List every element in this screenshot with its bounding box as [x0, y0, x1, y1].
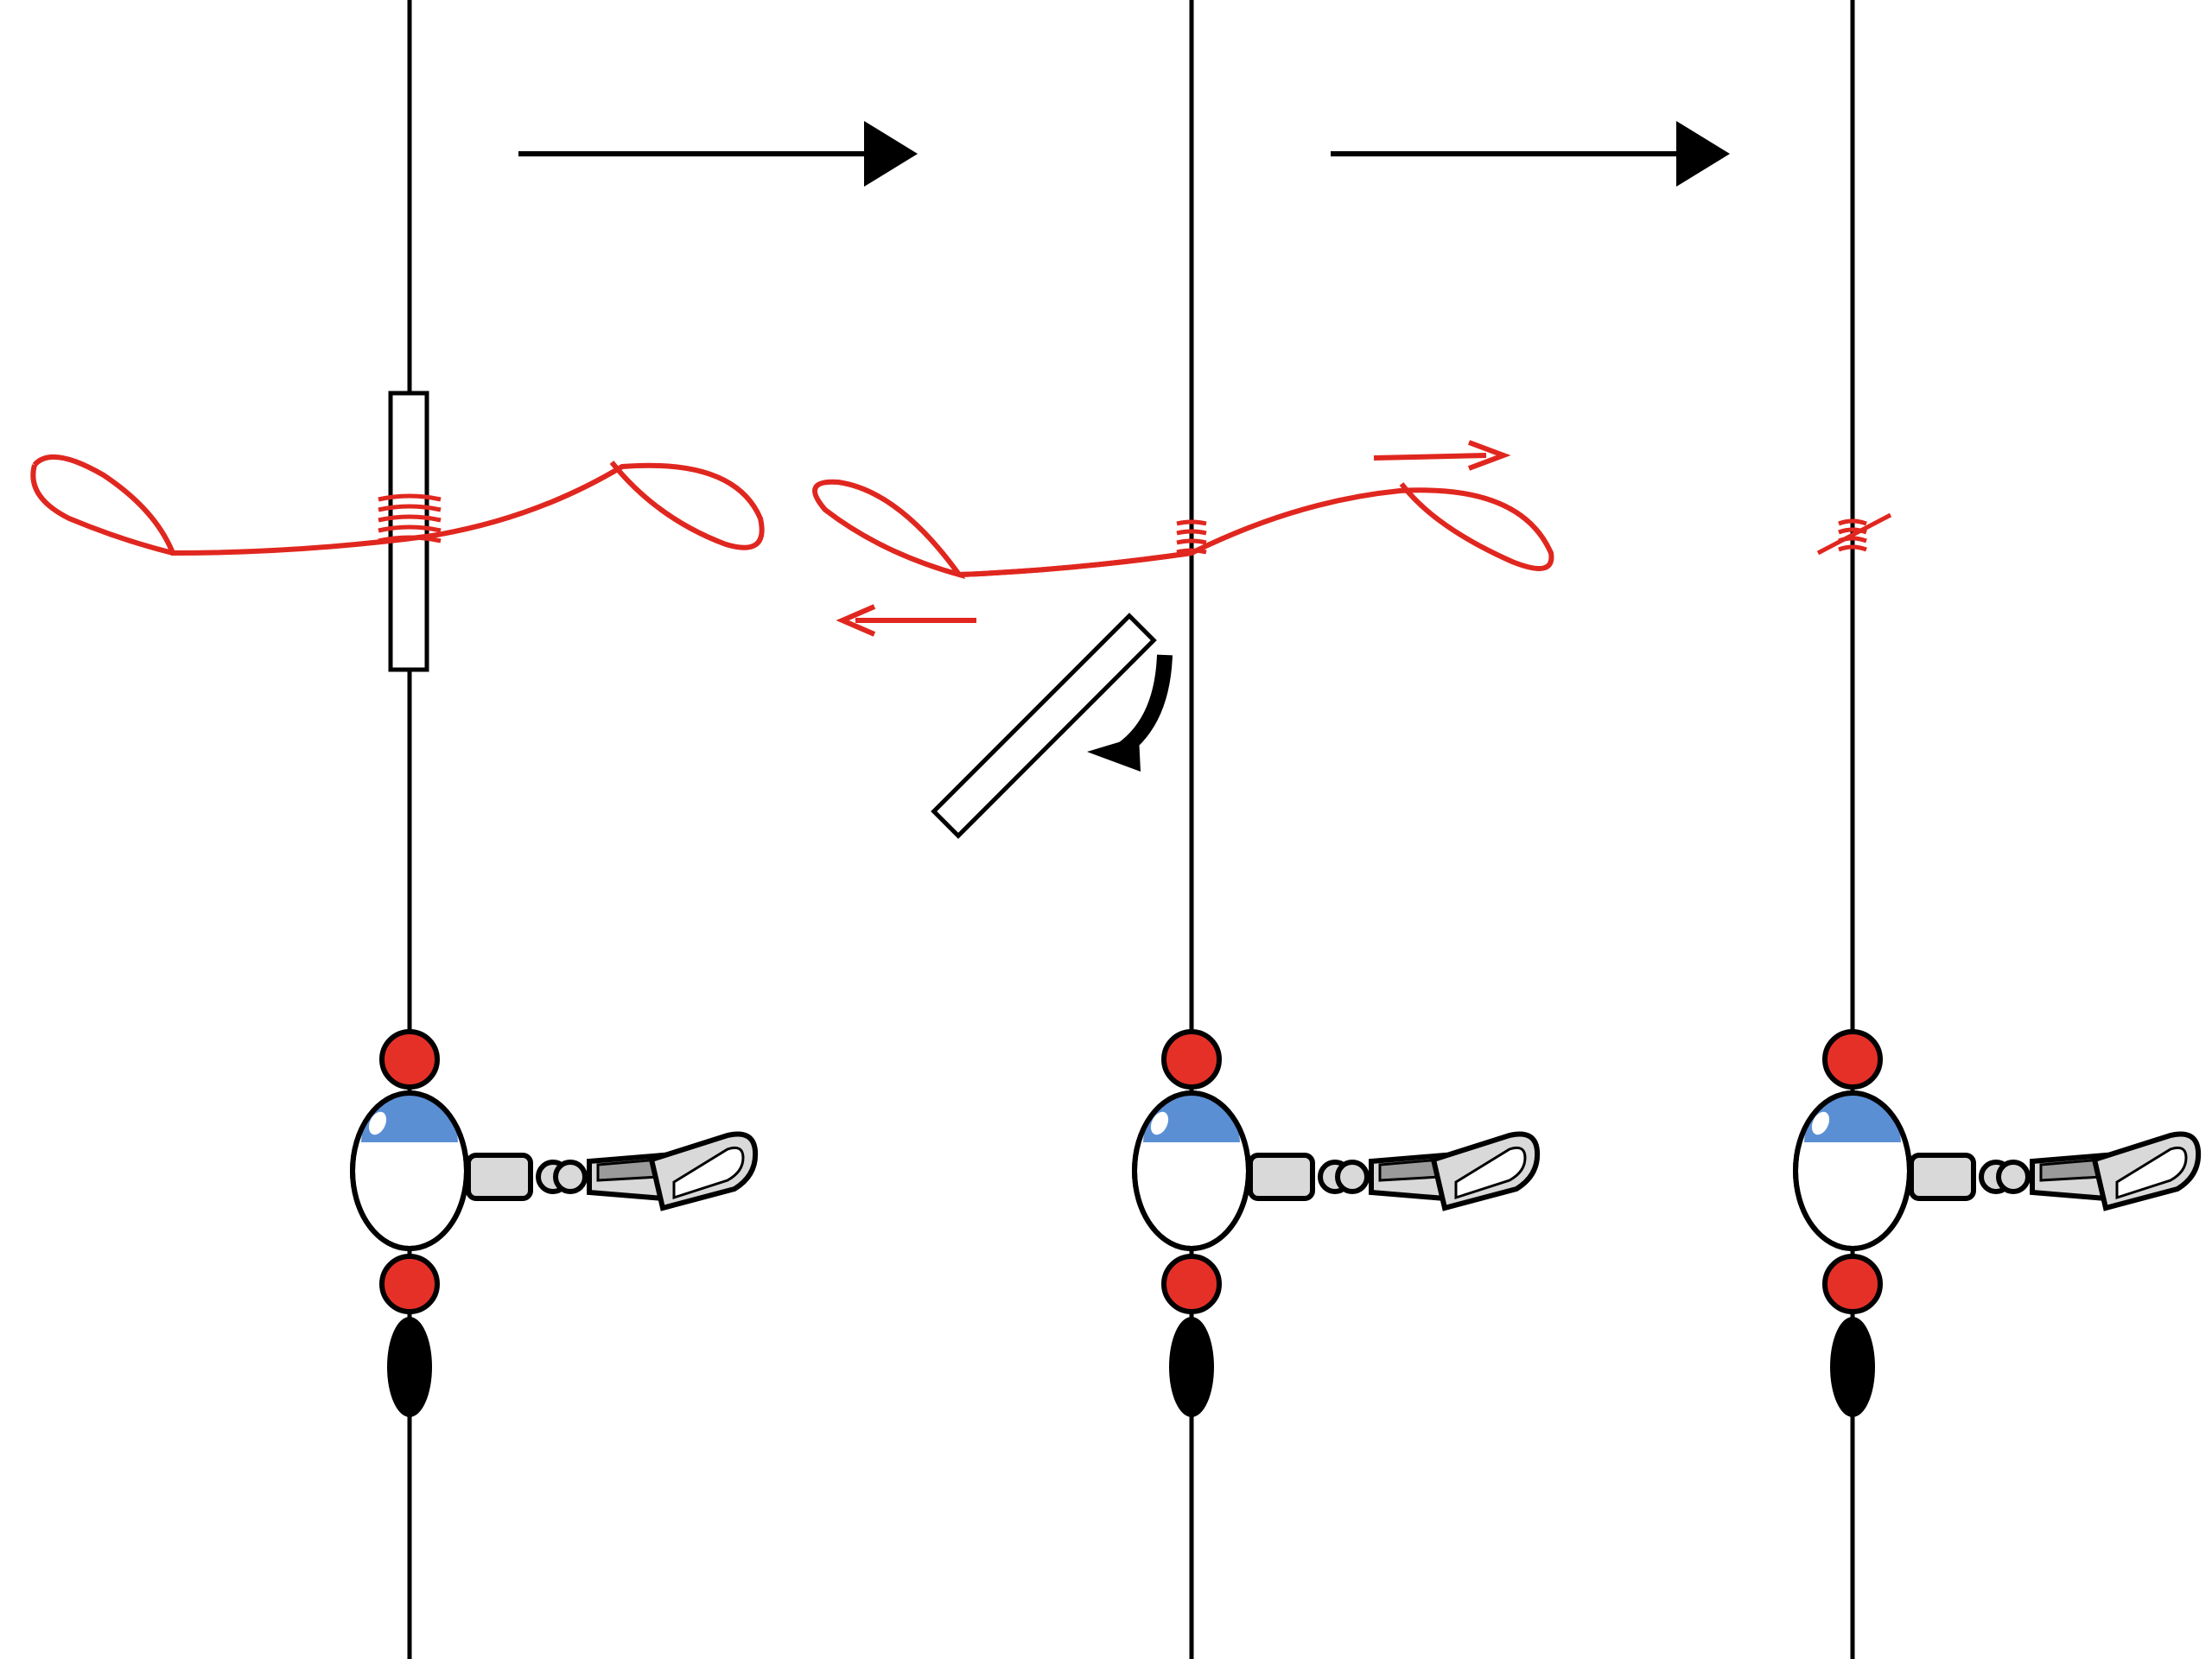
float-icon	[1793, 1090, 1912, 1251]
swivel-snap-icon	[1250, 1134, 1537, 1208]
panel-step-2	[812, 0, 1554, 1659]
knot-thread	[958, 482, 1554, 577]
bead-icon	[1822, 1029, 1883, 1090]
knot-thread-tag-left	[812, 479, 966, 580]
pull-direction-arrow-icon	[836, 604, 976, 637]
knot-wraps	[1176, 519, 1207, 555]
sinker-icon	[1830, 1317, 1875, 1417]
tube	[388, 391, 429, 672]
swivel-snap-icon	[1911, 1134, 2198, 1208]
float-icon	[350, 1090, 469, 1251]
knot-wraps	[378, 493, 442, 543]
sinker-icon	[1169, 1317, 1214, 1417]
step-arrow-icon	[1331, 121, 1730, 187]
bead-icon	[1822, 1254, 1883, 1314]
tube	[931, 613, 1157, 839]
pull-direction-arrow-icon	[1373, 440, 1511, 471]
bead-icon	[1161, 1254, 1222, 1314]
float-icon	[1132, 1090, 1251, 1251]
bead-icon	[379, 1254, 440, 1314]
bead-icon	[1161, 1029, 1222, 1090]
swivel-snap-icon	[468, 1134, 755, 1208]
rotate-arrow-icon	[1087, 654, 1173, 772]
bead-icon	[379, 1029, 440, 1090]
panel-step-1	[30, 0, 765, 1659]
sinker-icon	[387, 1317, 432, 1417]
panel-step-3	[1793, 0, 2198, 1659]
knot-thread-tag-left	[30, 464, 174, 556]
step-arrow-icon	[518, 121, 918, 187]
trimmed-knot	[1816, 512, 1892, 556]
knot-thread	[32, 454, 765, 556]
